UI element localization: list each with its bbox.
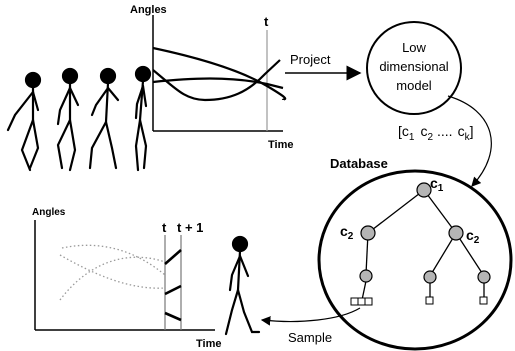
database: Database	[317, 156, 513, 351]
top-y-axis-label: Angles	[130, 4, 167, 16]
leaf-box-1a	[350, 297, 359, 306]
stick-figure-3	[88, 67, 120, 170]
bottom-dotted-curve-3	[61, 244, 166, 276]
tree-leaf-3	[477, 270, 491, 284]
tree-leaf-1	[359, 269, 373, 283]
tree-left-label: c2	[340, 223, 354, 242]
top-x-axis-label: Time	[268, 139, 293, 151]
database-title: Database	[330, 156, 388, 171]
bottom-angle-plot: Angles Time t t + 1	[32, 207, 221, 350]
bottom-time-marker-t1: t + 1	[177, 220, 203, 235]
top-angle-plot: Angles Time t	[130, 4, 293, 151]
project-arrow: Project	[285, 52, 362, 81]
stick-figure-4	[134, 65, 152, 172]
model-to-database-arrow	[447, 95, 492, 187]
project-label: Project	[290, 52, 331, 67]
model-line-2: dimensional	[379, 59, 448, 74]
leaf-box-1b	[357, 297, 366, 306]
tree-right-label: c2	[466, 227, 480, 246]
leaf-box-1c	[364, 297, 373, 306]
model-line-3: model	[396, 78, 432, 93]
leaf-box-3	[479, 296, 488, 305]
bottom-time-marker-t: t	[162, 220, 167, 235]
bottom-x-axis-label: Time	[196, 338, 221, 350]
segment-3	[164, 311, 182, 322]
bottom-y-axis-label: Angles	[32, 207, 66, 218]
tree-edges	[361, 189, 485, 301]
tree-node-left	[360, 225, 376, 241]
tree-nodes	[359, 182, 491, 284]
bottom-dotted-curve-1	[59, 256, 166, 301]
stick-figure-2	[56, 67, 80, 172]
low-dimensional-model: Low dimensional model	[366, 21, 462, 115]
tree-node-right	[448, 225, 464, 241]
segment-1	[164, 249, 182, 265]
sample-label: Sample	[288, 330, 332, 345]
stick-figure-1	[6, 71, 42, 172]
segment-2	[164, 284, 182, 296]
tree-leaf-2	[423, 270, 437, 284]
leaf-boxes	[350, 296, 488, 306]
top-curve-3	[152, 59, 281, 102]
tree-root-label: c1	[430, 175, 444, 194]
leaf-box-2	[425, 296, 434, 305]
model-line-1: Low	[402, 40, 426, 55]
bottom-dotted-curve-2	[59, 254, 166, 289]
walking-figures	[6, 65, 152, 172]
sampled-stick-figure	[224, 235, 261, 336]
sample-arrow: Sample	[260, 307, 361, 345]
tree-node-root	[416, 182, 432, 198]
top-time-marker: t	[264, 14, 269, 29]
